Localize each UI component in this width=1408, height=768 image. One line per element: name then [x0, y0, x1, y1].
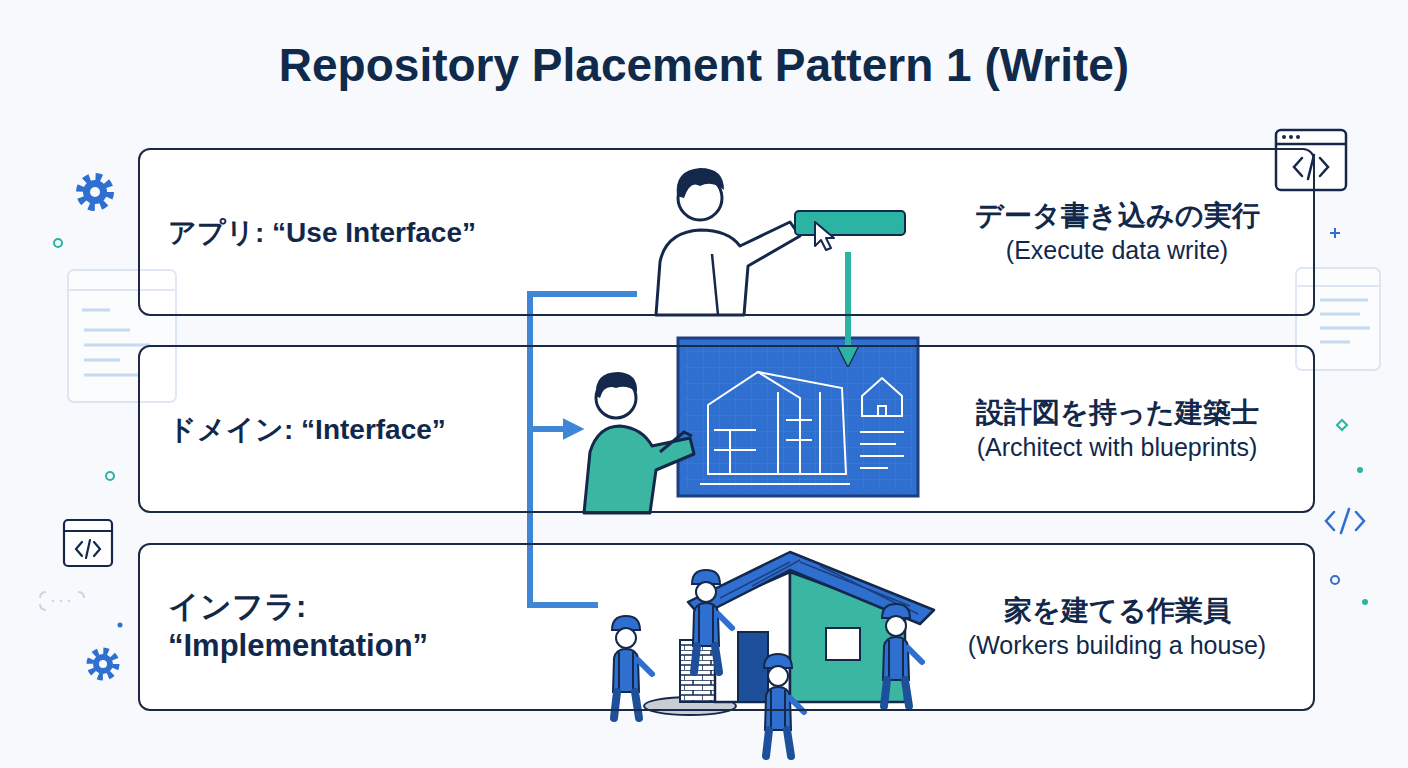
- role-translation: (Execute data write): [1006, 234, 1228, 267]
- label-column: ドメイン: “Interface”: [168, 347, 540, 511]
- code-window-icon: [1276, 130, 1346, 190]
- code-window-icon: [1289, 135, 1293, 139]
- band-ground: [138, 345, 1315, 513]
- band-ground: [138, 543, 1315, 711]
- architect-figure: [660, 432, 692, 452]
- blueprint: [758, 372, 846, 474]
- worker-figures: [692, 570, 732, 672]
- blueprint: [684, 344, 912, 490]
- role-translation: (Architect with blueprints): [977, 431, 1258, 464]
- blueprint: [714, 392, 820, 474]
- house: [644, 552, 934, 715]
- layer-label: ドメイン: “Interface”: [168, 412, 540, 447]
- role-caption: データ書き込みの実行: [975, 198, 1260, 234]
- code-window-icon: [64, 520, 112, 566]
- faint-code-window: [68, 289, 176, 291]
- code-bracket-icon: [1326, 509, 1364, 533]
- code-window-icon: [1276, 143, 1346, 146]
- code-window-icon: [76, 540, 100, 558]
- band-ground: [138, 148, 1315, 316]
- architect-figure: [584, 372, 694, 513]
- layer-label: アプリ: “Use Interface”: [168, 215, 540, 250]
- gear-icon: [93, 654, 113, 674]
- blueprint: [678, 338, 918, 496]
- gear-icon: [80, 177, 110, 207]
- code-window-icon: [64, 520, 112, 566]
- gear-icon: [90, 651, 116, 677]
- blueprint: [708, 372, 800, 474]
- faint-code-window: [1296, 285, 1380, 287]
- gear-icon: [83, 180, 107, 204]
- sparkle-dots: [1330, 228, 1340, 238]
- role-translation: (Workers building a house): [968, 629, 1266, 662]
- code-window-icon: [64, 530, 112, 532]
- layer-band: アプリ: “Use Interface” データ書き込みの実行(Execute d…: [138, 148, 1315, 316]
- worker-figures: [612, 616, 652, 718]
- dots-icon: [40, 592, 84, 610]
- faint-code-window: [1296, 268, 1380, 370]
- worker-figures: [764, 654, 804, 756]
- user-figure: [712, 254, 718, 315]
- gear-icon: [99, 660, 107, 668]
- label-column: アプリ: “Use Interface”: [168, 150, 540, 314]
- user-figure: [677, 168, 724, 198]
- worker-figures: [612, 570, 922, 756]
- sparkle-dots: [1331, 576, 1339, 584]
- sparkle-dots: [118, 623, 123, 628]
- faint-code-window: [1296, 268, 1380, 370]
- code-bracket-icon: [1326, 509, 1364, 533]
- caption-column: 家を建てる作業員(Workers building a house): [907, 545, 1327, 709]
- caption-column: データ書き込みの実行(Execute data write): [907, 150, 1327, 314]
- user-figure: [656, 168, 905, 315]
- gear-icon: [80, 177, 110, 207]
- caption-column: 設計図を持った建築士(Architect with blueprints): [907, 347, 1327, 511]
- faint-code-window: [68, 270, 176, 402]
- user-figure: [795, 211, 905, 235]
- dots-icon: [40, 592, 84, 610]
- architect-figure: [596, 372, 637, 398]
- blueprint: [678, 338, 918, 496]
- code-window-icon: [1294, 155, 1328, 179]
- sparkle-dots: [1337, 420, 1347, 430]
- user-figure: [656, 222, 800, 315]
- sparkle-dots: [106, 472, 114, 480]
- gear-icon: [90, 651, 116, 677]
- faint-code-window: [1320, 300, 1370, 342]
- sparkle-dots: [1362, 599, 1368, 605]
- faint-code-window: [68, 270, 176, 402]
- diagram-title: Repository Placement Pattern 1 (Write): [0, 38, 1408, 92]
- sparkle-dots: [1357, 467, 1363, 473]
- gear-icon: [90, 187, 100, 197]
- layer-label: インフラ: “Implementation”: [168, 588, 468, 666]
- layer-band: ドメイン: “Interface” 設計図を持った建築士(Architect wi…: [138, 345, 1315, 513]
- blueprint: [862, 378, 902, 416]
- role-caption: 家を建てる作業員: [1004, 593, 1231, 629]
- code-window-icon: [1276, 130, 1346, 190]
- user-figure: [815, 222, 834, 250]
- connector-arrow: [530, 294, 637, 605]
- role-caption: 設計図を持った建築士: [976, 395, 1259, 431]
- layer-band: インフラ: “Implementation” 家を建てる作業員(Workers b…: [138, 543, 1315, 711]
- blueprint: [700, 432, 904, 484]
- house: [826, 628, 860, 660]
- worker-figures: [882, 604, 922, 706]
- sparkle-dots: [54, 239, 62, 247]
- code-window-icon: [1282, 135, 1286, 139]
- code-window-icon: [1296, 135, 1300, 139]
- label-column: インフラ: “Implementation”: [168, 545, 468, 709]
- architect-figure: [584, 426, 694, 513]
- blueprint: [700, 372, 904, 484]
